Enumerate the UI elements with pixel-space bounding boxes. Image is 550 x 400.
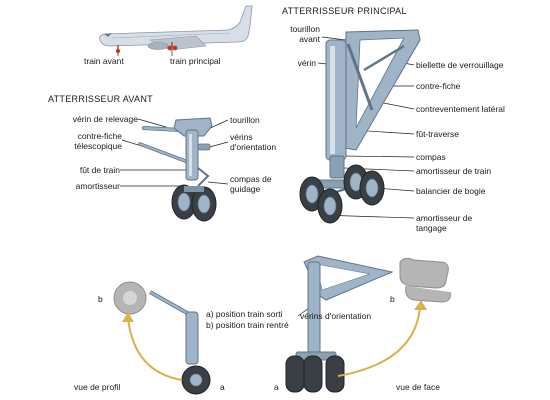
nose-gear-title: ATTERRISSEUR AVANT <box>48 94 153 104</box>
label-bogie-beam: balancier de bogie <box>416 186 486 196</box>
label-main-gear: train principal <box>170 56 221 66</box>
label-locking-link: biellette de verrouillage <box>416 60 504 70</box>
label-nose-steering-jacks: vérins d'orientation <box>230 132 277 152</box>
label-front-view: vue de face <box>396 382 440 392</box>
label-nose-shock-strut: fût de train <box>79 165 120 175</box>
label-nose-shock-absorber: amortisseur <box>75 181 120 191</box>
nose-gear-drawing <box>138 117 217 222</box>
label-drag-strut: contre-fiche <box>416 81 461 91</box>
label-main-actuator: vérin <box>297 58 316 68</box>
label-pitch-damper: amortisseur de tangage <box>416 213 473 233</box>
label-telescopic-brace: contre-fiche télescopique <box>74 131 122 151</box>
marker-b-left: b <box>98 294 103 304</box>
label-compass: compas <box>416 152 446 162</box>
marker-a-right: a <box>274 382 279 392</box>
label-position-retracted: b) position train rentré <box>206 320 289 330</box>
main-gear-title: ATTERRISSEUR PRINCIPAL <box>282 6 407 16</box>
marker-b-right: b <box>390 294 395 304</box>
label-retraction-jack: vérin de relevage <box>72 114 138 124</box>
side-view-drawing <box>113 281 211 395</box>
label-position-extended: a) position train sorti <box>206 309 283 319</box>
label-nose-trunnion: tourillon <box>230 115 260 125</box>
label-side-brace: contreventement latéral <box>416 104 505 114</box>
front-view-drawing <box>285 255 451 393</box>
label-nose-torque-links: compas de guidage <box>230 174 272 194</box>
label-front-trunnion: tourillon avant <box>290 24 320 44</box>
label-nose-gear: train avant <box>84 56 124 66</box>
aircraft-drawing <box>99 5 253 54</box>
label-crossbeam-strut: fût-traverse <box>416 129 459 139</box>
main-gear-drawing <box>299 29 421 224</box>
marker-a-left: a <box>220 382 225 392</box>
label-side-view: vue de profil <box>74 382 121 392</box>
label-front-steering-jacks: vérins d'orientation <box>300 311 372 321</box>
label-main-shock-absorber: amortisseur de train <box>416 166 492 176</box>
